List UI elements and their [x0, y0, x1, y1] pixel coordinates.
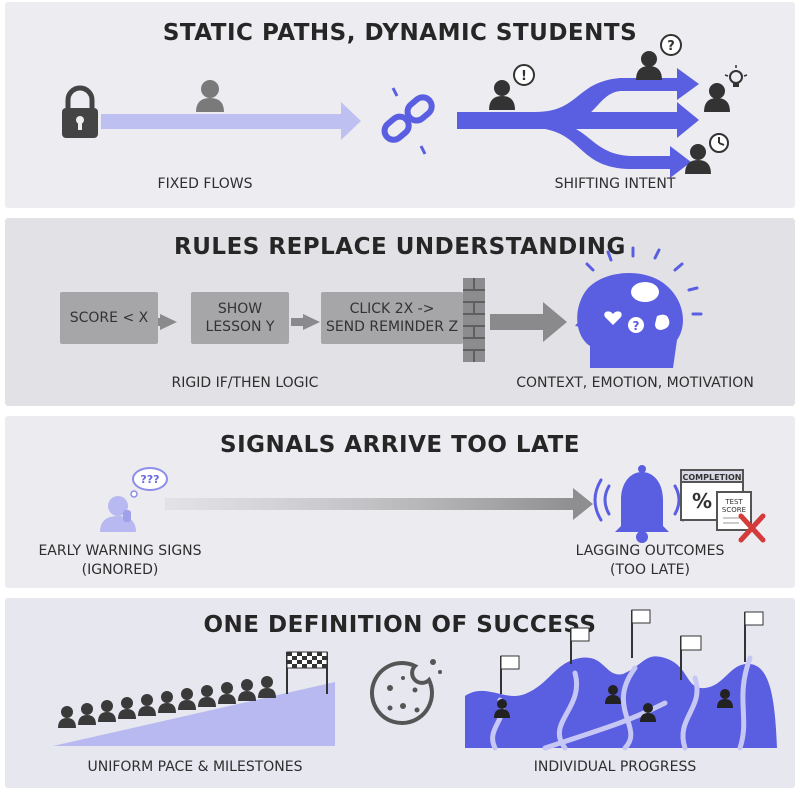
panel-title: STATIC PATHS, DYNAMIC STUDENTS — [162, 20, 638, 46]
person-question: ? — [636, 34, 682, 80]
thinking-person: ??? — [100, 467, 168, 532]
uniform-ramp — [53, 682, 335, 746]
test-score-label-1: TEST — [724, 498, 743, 506]
fixed-flow-arrow — [101, 102, 361, 140]
uniform-people — [58, 676, 276, 728]
shifting-arrows — [457, 68, 699, 178]
panel-signals: SIGNALS ARRIVE TOO LATE ??? — [5, 416, 795, 588]
rule-box-click-reminder: CLICK 2X -> SEND REMINDER Z — [321, 292, 463, 344]
test-score-label-2: SCORE — [722, 506, 746, 514]
rules-illustration: ? — [148, 246, 703, 368]
rule-box-score: SCORE < X — [60, 292, 158, 344]
delay-arrow — [165, 488, 593, 520]
caption-individual-progress: INDIVIDUAL PROGRESS — [533, 759, 697, 775]
panel-title: ONE DEFINITION OF SUCCESS — [203, 612, 597, 638]
document-percent: % — [692, 489, 712, 513]
caption-fixed-flows: FIXED FLOWS — [157, 176, 253, 192]
document-icon: COMPLETION % TEST SCORE — [680, 469, 766, 543]
rule-box-show-lesson: SHOW LESSON Y — [191, 292, 289, 344]
caption-lagging-outcomes: LAGGING OUTCOMES (TOO LATE) — [575, 543, 725, 578]
signals-illustration: ??? COMPLETION % — [100, 465, 766, 543]
success-illustration — [53, 609, 777, 751]
document-title: COMPLETION — [683, 473, 742, 482]
lightbulb-icon — [724, 65, 748, 87]
thought-bubble-text: ??? — [140, 473, 159, 486]
svg-text:!: ! — [521, 69, 527, 84]
clock-icon — [709, 133, 729, 153]
panel-rules: RULES REPLACE UNDERSTANDING — [5, 218, 795, 406]
caption-context: CONTEXT, EMOTION, MOTIVATION — [516, 375, 754, 391]
blocked-arrow — [490, 302, 567, 342]
individual-people — [494, 685, 733, 722]
checkered-flag-icon — [286, 651, 328, 694]
static-paths-illustration: ! ? — [62, 34, 748, 178]
brain-head-icon: ? — [575, 246, 703, 368]
peak-flags — [500, 609, 764, 694]
cookie-icon — [370, 659, 442, 725]
progress-hills — [465, 656, 777, 748]
wall-icon — [463, 278, 485, 362]
thought-bubble: ??? — [130, 467, 168, 498]
panel-static-paths: STATIC PATHS, DYNAMIC STUDENTS — [5, 2, 795, 208]
caption-early-warning: EARLY WARNING SIGNS (IGNORED) — [38, 543, 202, 578]
panel-success: ONE DEFINITION OF SUCCESS — [5, 598, 795, 788]
panel-title: SIGNALS ARRIVE TOO LATE — [220, 432, 580, 458]
person-idea — [704, 65, 748, 112]
bell-icon — [593, 465, 691, 543]
person-exclamation: ! — [489, 64, 535, 110]
person-waiting — [685, 133, 729, 174]
question-bubble-icon: ? — [660, 34, 682, 56]
lock-icon — [62, 85, 98, 138]
broken-link-icon — [381, 94, 435, 143]
caption-rigid-logic: RIGID IF/THEN LOGIC — [171, 375, 319, 391]
caption-uniform-pace: UNIFORM PACE & MILESTONES — [87, 759, 303, 775]
exclamation-bubble-icon: ! — [513, 64, 535, 86]
panel-title: RULES REPLACE UNDERSTANDING — [174, 234, 626, 260]
svg-text:?: ? — [667, 39, 675, 54]
caption-shifting-intent: SHIFTING INTENT — [554, 176, 676, 192]
fail-x-icon — [738, 513, 766, 543]
svg-text:?: ? — [633, 319, 640, 333]
person-icon — [196, 80, 224, 112]
